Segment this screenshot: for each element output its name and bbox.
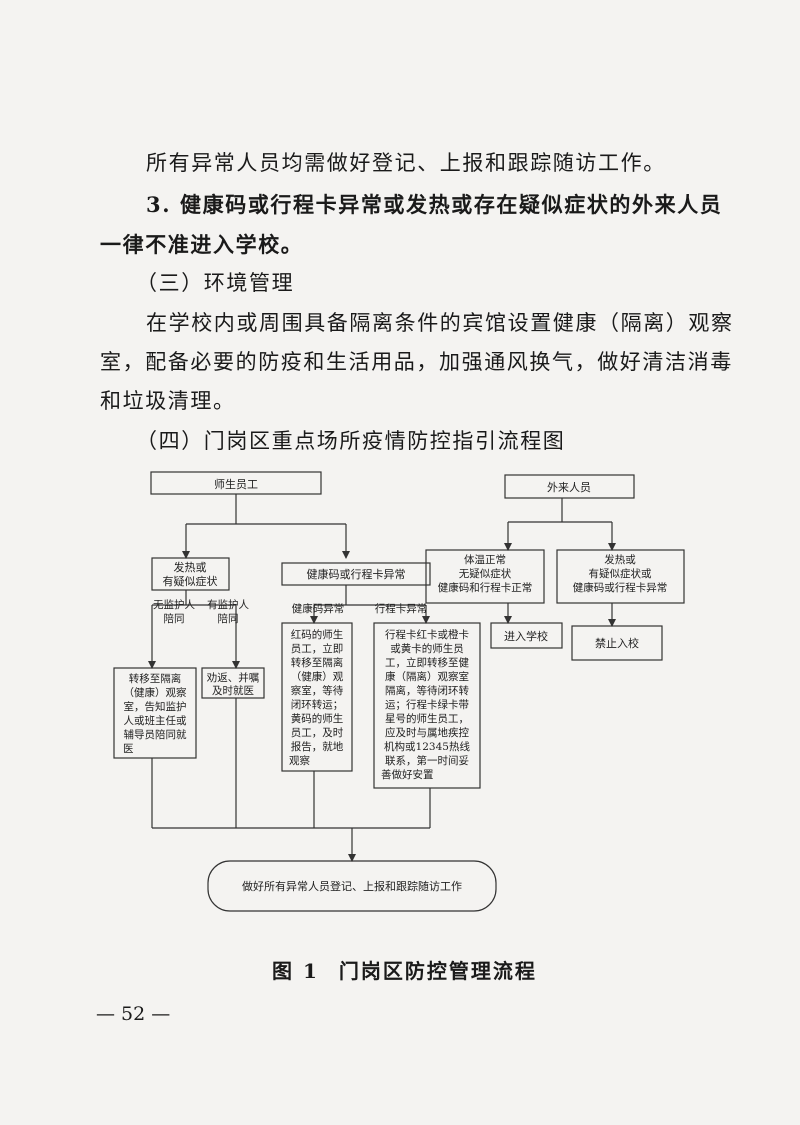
page-number: — 52 — — [96, 1003, 171, 1025]
flowchart-boxes — [113, 471, 685, 912]
paragraph-environment-line2: 室，配备必要的防疫和生活用品，加强通风换气，做好清洁消毒 — [100, 350, 733, 374]
label-red-yellow-code-line-5: 察室，等待 — [291, 684, 344, 697]
box-final-registration — [207, 860, 497, 912]
box-no-entry — [571, 625, 663, 661]
box-code-abnormal — [281, 562, 431, 586]
figure-number: 图 1 — [272, 959, 319, 983]
label-red-yellow-code-line-4: （健康）观 — [291, 670, 344, 683]
label-final-registration: 做好所有异常人员登记、上报和跟踪随访工作 — [242, 879, 462, 893]
figure-title: 门岗区防控管理流程 — [338, 959, 537, 983]
label-persuade-return-line-2: 及时就医 — [212, 684, 254, 697]
box-visitors — [504, 474, 635, 499]
label-persuade-return-line-1: 劝返、并嘱 — [207, 671, 260, 684]
label-red-yellow-code-line-1: 红码的师生 — [291, 628, 344, 641]
paragraph-environment-line3: 和垃圾清理。 — [100, 389, 236, 413]
label-transfer-isolation-line-1: 转移至隔离 — [129, 672, 182, 685]
label-code-abnormal: 健康码或行程卡异常 — [307, 567, 406, 581]
label-transfer-isolation-line-5: 辅导员陪同就 — [124, 728, 187, 741]
section-heading-environment: （三）环境管理 — [136, 271, 295, 295]
label-fever-line-2: 有疑似症状 — [163, 574, 218, 588]
label-has-guardian-line-1: 有监护人 — [207, 598, 249, 611]
label-trip-card-line-10: 联系，第一时间妥 — [385, 754, 469, 767]
label-red-yellow-code-line-8: 员工，及时 — [291, 727, 344, 739]
label-trip-card-line-11: 善做好安置 — [381, 768, 434, 781]
label-transfer-isolation-line-3: 室，告知监护 — [124, 700, 187, 713]
label-transfer-isolation-line-2: （健康）观察 — [124, 686, 187, 699]
label-enter-school: 进入学校 — [504, 629, 548, 643]
label-trip-card-line-7: 星号的师生员工， — [385, 712, 469, 725]
label-red-yellow-code-line-6: 闭环转运； — [291, 698, 344, 711]
label-red-yellow-code-line-7: 黄码的师生 — [291, 712, 344, 725]
label-no-guardian-line-1: 无监护人 — [153, 598, 195, 611]
label-trip-card-abnormal: 行程卡异常 — [375, 602, 428, 615]
label-no-entry: 禁止入校 — [595, 636, 639, 650]
label-red-yellow-code-line-9: 报告，就地 — [291, 740, 344, 753]
label-temp-normal-line-1: 体温正常 — [464, 553, 506, 566]
box-fever — [151, 557, 230, 591]
label-temp-normal-line-2: 无疑似症状 — [459, 567, 512, 580]
label-trip-card-line-4: 康（隔离）观察室 — [385, 670, 469, 683]
flowchart-texts: 师生员工 外来人员 健康码或行程卡异常 健康码异常 行程卡异常 进入学校 禁止入… — [123, 477, 667, 893]
label-red-yellow-code-line-3: 转移至隔离 — [291, 656, 344, 669]
label-trip-card-line-8: 应及时与属地疾控 — [385, 726, 469, 739]
box-transfer-isolation — [113, 667, 197, 759]
box-enter-school — [490, 622, 563, 649]
label-red-yellow-code-line-2: 员工，立即 — [291, 642, 344, 655]
flowchart-connectors — [148, 494, 616, 862]
label-trip-card-line-1: 行程卡红卡或橙卡 — [385, 628, 469, 641]
label-temp-normal-line-3: 健康码和行程卡正常 — [438, 581, 533, 594]
box-persuade-return — [201, 667, 265, 699]
label-red-yellow-code-line-10: 观察 — [289, 754, 310, 767]
label-fever-line-1: 发热或 — [174, 560, 207, 574]
label-trip-card-line-9: 机构或12345热线 — [384, 740, 470, 753]
box-teachers-staff — [150, 471, 322, 495]
box-temp-normal — [425, 549, 545, 604]
label-trip-card-line-5: 隔离，等待闭环转 — [385, 684, 469, 697]
label-no-guardian-line-2: 陪同 — [164, 612, 185, 625]
paragraph-visitor-rule-line2: 一律不准进入学校。 — [100, 232, 304, 257]
label-visitor-abnormal-line-2: 有疑似症状或 — [589, 567, 652, 580]
label-teachers-staff: 师生员工 — [214, 477, 258, 491]
label-health-code-abnormal: 健康码异常 — [292, 602, 345, 615]
label-trip-card-line-3: 工，立即转移至健 — [385, 656, 469, 669]
box-visitor-abnormal — [556, 549, 685, 604]
paragraph-environment-line1: 在学校内或周围具备隔离条件的宾馆设置健康（隔离）观察 — [146, 311, 734, 335]
label-has-guardian-line-2: 陪同 — [218, 612, 239, 625]
label-trip-card-line-2: 或黄卡的师生员 — [390, 642, 464, 655]
label-trip-card-line-6: 运；行程卡绿卡带 — [385, 698, 469, 711]
label-transfer-isolation-line-4: 人或班主任或 — [124, 714, 187, 727]
label-visitors: 外来人员 — [547, 481, 591, 494]
section-heading-flowchart: （四）门岗区重点场所疫情防控指引流程图 — [136, 429, 566, 453]
box-trip-card — [373, 622, 481, 789]
label-visitor-abnormal-line-3: 健康码或行程卡异常 — [573, 581, 668, 594]
paragraph-visitor-rule-line1: 3. 健康码或行程卡异常或发热或存在疑似症状的外来人员 — [146, 192, 723, 217]
label-transfer-isolation-line-6: 医 — [123, 743, 134, 755]
box-red-yellow-code — [281, 622, 353, 772]
figure-caption: 图 1 门岗区防控管理流程 — [272, 955, 537, 984]
paragraph-abnormal-registration: 所有异常人员均需做好登记、上报和跟踪随访工作。 — [146, 151, 666, 175]
label-visitor-abnormal-line-1: 发热或 — [604, 553, 636, 566]
